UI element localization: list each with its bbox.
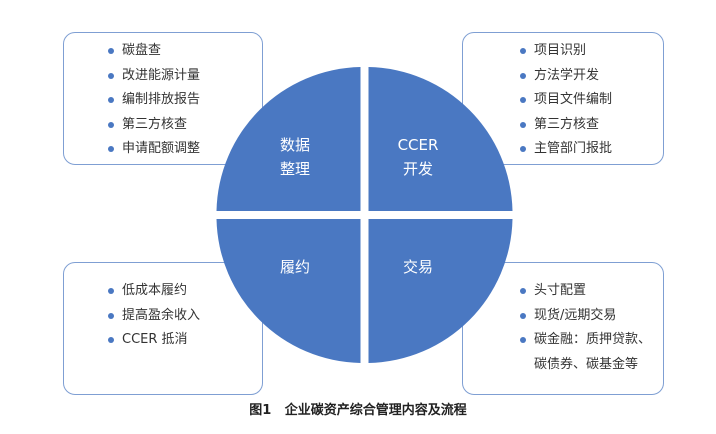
list-item: 低成本履约	[108, 279, 262, 304]
list-item: CCER 抵消	[108, 328, 262, 353]
box-compliance: 低成本履约 提高盈余收入 CCER 抵消	[63, 262, 263, 395]
quadrant-label-compliance: 履约	[279, 258, 310, 276]
bullet-icon	[108, 48, 114, 54]
bullet-icon	[108, 97, 114, 103]
list-item: 主管部门报批	[520, 137, 663, 162]
list-item: 现货/远期交易	[520, 304, 663, 329]
quadrant-label-trading: 交易	[402, 258, 433, 276]
bullet-icon	[520, 72, 526, 79]
quadrant-bottom-right	[368, 219, 513, 363]
list-item: 改进能源计量	[108, 64, 262, 89]
list-item: 碳金融：质押贷款、	[520, 328, 663, 353]
list-item: 项目文件编制	[520, 88, 663, 113]
bullet-icon	[108, 121, 114, 128]
quadrant-top-right	[368, 67, 513, 211]
box-data-organization: 碳盘查 改进能源计量 编制排放报告 第三方核查 申请配额调整	[63, 32, 263, 165]
bullet-icon	[108, 312, 114, 319]
list-item: 第三方核查	[520, 113, 663, 138]
bullet-icon	[520, 146, 526, 152]
list-item: 申请配额调整	[108, 137, 262, 162]
list-item: 编制排放报告	[108, 88, 262, 113]
list-item: 提高盈余收入	[108, 304, 262, 329]
list-item: 方法学开发	[520, 64, 663, 89]
bullet-icon	[108, 288, 114, 294]
figure-caption: 图1 企业碳资产综合管理内容及流程	[249, 403, 467, 418]
bullet-icon	[520, 288, 526, 294]
bullet-icon	[520, 48, 526, 54]
quadrant-label-data-organization: 数据 整理	[279, 136, 310, 178]
bullet-icon	[108, 337, 114, 343]
list-item: 第三方核查	[108, 113, 262, 138]
bullet-icon	[520, 97, 526, 103]
list-item: 头寸配置	[520, 279, 663, 304]
bullet-icon	[520, 312, 526, 319]
quadrant-top-left	[216, 67, 361, 211]
box-ccer-development: 项目识别 方法学开发 项目文件编制 第三方核查 主管部门报批	[462, 32, 664, 165]
list-item: 项目识别	[520, 39, 663, 64]
quadrant-label-ccer-development: CCER 开发	[397, 136, 439, 178]
bullet-icon	[108, 72, 114, 79]
bullet-icon	[520, 121, 526, 128]
list-item-continuation: 碳债券、碳基金等	[534, 356, 639, 372]
list-item: 碳盘查	[108, 39, 262, 64]
bullet-icon	[108, 146, 114, 152]
quadrant-bottom-left	[216, 219, 361, 363]
bullet-icon	[520, 337, 526, 343]
